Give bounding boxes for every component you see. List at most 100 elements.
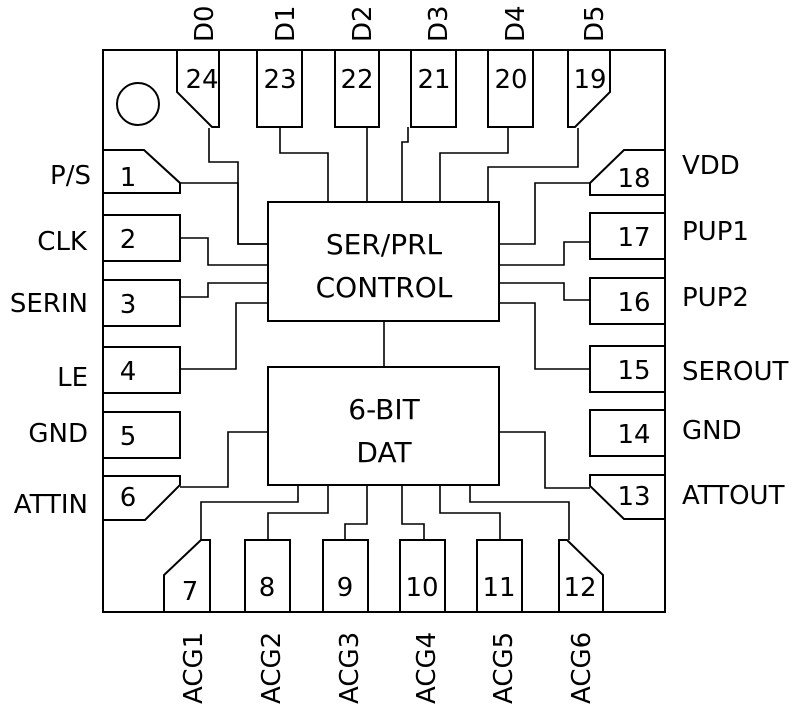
wire-pin-12: [469, 485, 570, 540]
pin-name-11: ACG5: [489, 632, 519, 704]
pad-4: [102, 346, 181, 394]
pad-20: [487, 49, 534, 128]
pad-14: [589, 409, 666, 457]
pin-number-19: 19: [573, 65, 606, 95]
pad-18: [589, 149, 666, 196]
wire-pin-18: [499, 182, 590, 245]
pin-number-21: 21: [417, 65, 450, 95]
pad-10: [399, 539, 446, 613]
wire-pin-23: [279, 127, 329, 202]
wire-pin-13: [499, 431, 590, 489]
pad-23: [256, 49, 303, 128]
package-outline: [102, 49, 666, 613]
pin-number-22: 22: [340, 65, 373, 95]
pin1-marker-dot: [116, 82, 160, 126]
wire-pin-7: [200, 485, 299, 540]
pad-13: [589, 474, 666, 520]
pin-name-6: ATTIN: [14, 490, 88, 520]
control-block-label-1: SER/PRL: [326, 228, 443, 261]
wire-pin-2: [180, 237, 268, 266]
pin-name-1: P/S: [50, 161, 91, 191]
wire-pin-3: [180, 282, 268, 298]
pin-number-8: 8: [259, 573, 276, 603]
pin-name-13: ATTOUT: [682, 481, 785, 511]
pin-name-18: VDD: [682, 151, 740, 181]
pin-number-1: 1: [120, 163, 137, 193]
pin-number-3: 3: [120, 290, 137, 320]
wire-pin-20: [439, 127, 509, 202]
pin-number-2: 2: [120, 225, 137, 255]
dat-block-label-2: DAT: [356, 436, 412, 469]
pin-name-17: PUP1: [682, 217, 749, 247]
pin-number-4: 4: [120, 357, 137, 387]
pin-name-5: GND: [28, 419, 88, 449]
pin-number-24: 24: [185, 65, 218, 95]
dat-attenuator-block: [267, 366, 500, 486]
pad-16: [589, 277, 666, 325]
pin-name-22: D2: [348, 5, 378, 42]
pin-name-15: SEROUT: [682, 357, 788, 387]
wire-pin-4: [180, 302, 268, 370]
pin-number-5: 5: [120, 422, 137, 452]
pin-number-15: 15: [617, 356, 650, 386]
pin-name-16: PUP2: [682, 283, 749, 313]
pin-name-24: D0: [190, 5, 220, 42]
pin-name-4: LE: [57, 363, 88, 393]
pad-15: [589, 345, 666, 393]
pad-17: [589, 212, 666, 260]
pad-9: [322, 539, 369, 613]
pin-number-7: 7: [182, 577, 199, 607]
wire-pin-8: [267, 485, 329, 540]
pad-8: [244, 539, 291, 613]
wire-pin-1: [180, 182, 268, 245]
pad-19: [567, 49, 611, 128]
wire-pin-11: [439, 485, 501, 540]
pin-number-23: 23: [263, 65, 296, 95]
wire-pin-10: [401, 485, 425, 540]
pad-5: [102, 411, 181, 459]
pin-number-18: 18: [617, 164, 650, 194]
pin-name-19: D5: [580, 5, 610, 42]
pad-22: [334, 49, 380, 128]
pin-number-13: 13: [617, 482, 650, 512]
pin-number-20: 20: [494, 65, 527, 95]
dat-block-label-1: 6-BIT: [348, 393, 420, 426]
pad-11: [476, 539, 523, 613]
pad-12: [558, 539, 604, 613]
wire-pin-9: [344, 485, 368, 540]
wire-pin-15: [499, 302, 590, 370]
pin-name-7: ACG1: [179, 632, 209, 704]
pin-number-11: 11: [482, 573, 515, 603]
pin-name-12: ACG6: [567, 632, 597, 704]
pad-1: [102, 149, 181, 194]
pin-name-10: ACG4: [412, 632, 442, 704]
pin-name-2: CLK: [37, 227, 88, 257]
wire-pin-6: [180, 431, 268, 488]
pin-name-9: ACG3: [335, 632, 365, 704]
pad-21: [410, 49, 457, 128]
pin-number-17: 17: [617, 223, 650, 253]
pad-6: [102, 475, 181, 521]
pin-number-6: 6: [120, 483, 137, 513]
wire-pin-21: [401, 127, 409, 202]
pin-number-12: 12: [563, 573, 596, 603]
pin-number-14: 14: [617, 420, 650, 450]
pin-name-20: D4: [501, 5, 531, 42]
pad-2: [102, 214, 181, 262]
pin-name-21: D3: [424, 5, 454, 42]
wire-pin-17: [499, 241, 590, 266]
pin-number-9: 9: [337, 573, 354, 603]
wire-pin-19: [487, 128, 579, 202]
pin-name-23: D1: [271, 5, 301, 42]
pad-7: [163, 539, 211, 613]
pin-number-16: 16: [617, 288, 650, 318]
pin-name-8: ACG2: [257, 632, 287, 704]
pad-24: [176, 49, 220, 128]
pin-number-10: 10: [405, 573, 438, 603]
wire-pin-16: [499, 282, 590, 301]
pad-3: [102, 279, 181, 327]
control-block-label-2: CONTROL: [316, 271, 453, 304]
pin-name-14: GND: [682, 416, 742, 446]
